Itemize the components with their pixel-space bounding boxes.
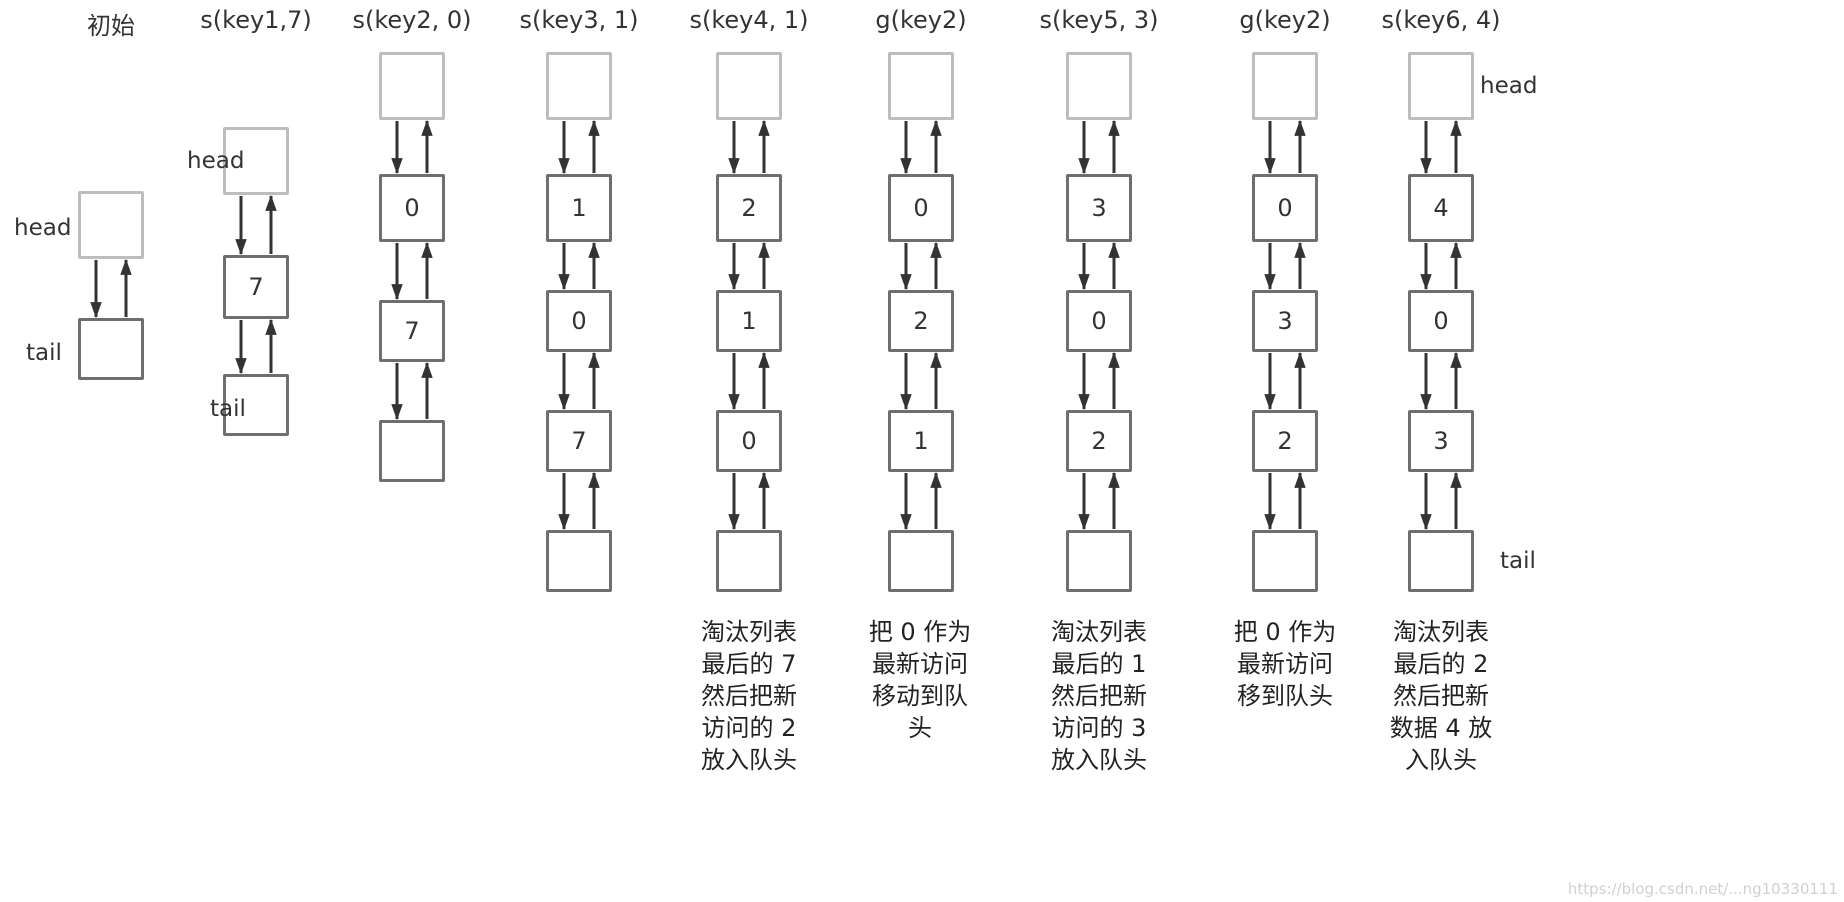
step-note-line: 入队头 <box>1405 746 1477 774</box>
tail-sentinel-node <box>1408 530 1474 592</box>
head-sentinel-node <box>546 52 612 120</box>
step-note-line: 数据 4 放 <box>1389 714 1493 742</box>
step-note-line: 淘汰列表 <box>701 618 797 646</box>
step-note-line: 移到队头 <box>1237 682 1333 710</box>
step-note-line: 访问的 2 <box>701 714 797 742</box>
list-node: 1 <box>546 174 612 242</box>
head-sentinel-node <box>379 52 445 120</box>
step-note: 把 0 作为最新访问移动到队头 <box>869 616 972 744</box>
step-note-line: 然后把新 <box>1393 682 1489 710</box>
tail-label: tail <box>1500 548 1536 574</box>
step-note: 淘汰列表最后的 1 然后把新访问的 3 放入队头 <box>1051 616 1147 776</box>
list-node: 1 <box>888 410 954 472</box>
list-node: 3 <box>1252 290 1318 352</box>
step-note-line: 放入队头 <box>701 746 797 774</box>
step-note: 淘汰列表最后的 7 然后把新访问的 2 放入队头 <box>701 616 797 776</box>
list-node: 4 <box>1408 174 1474 242</box>
tail-sentinel-node <box>716 530 782 592</box>
list-node: 3 <box>1408 410 1474 472</box>
list-node: 2 <box>1066 410 1132 472</box>
head-label: head <box>1480 73 1538 99</box>
head-sentinel-node <box>1408 52 1474 120</box>
tail-sentinel-node <box>1252 530 1318 592</box>
step-title: s(key6, 4) <box>1381 6 1501 34</box>
step-note-line: 最后的 1 <box>1051 650 1147 678</box>
step-note-line: 最新访问 <box>1237 650 1333 678</box>
step-title: s(key4, 1) <box>689 6 809 34</box>
watermark: https://blog.csdn.net/...ng10330111 <box>1567 880 1838 898</box>
tail-sentinel-node <box>379 420 445 482</box>
tail-sentinel-node <box>78 318 144 380</box>
tail-label: tail <box>210 396 246 422</box>
list-node: 0 <box>1408 290 1474 352</box>
list-node: 0 <box>546 290 612 352</box>
tail-sentinel-node <box>546 530 612 592</box>
list-node: 7 <box>223 255 289 319</box>
list-node: 2 <box>888 290 954 352</box>
step-title: s(key3, 1) <box>519 6 639 34</box>
list-node: 0 <box>1066 290 1132 352</box>
head-sentinel-node <box>223 127 289 195</box>
step-title: g(key2) <box>1239 6 1331 34</box>
list-node: 2 <box>1252 410 1318 472</box>
tail-sentinel-node <box>888 530 954 592</box>
step-note-line: 移动到队 <box>872 682 968 710</box>
step-note-line: 把 0 作为 <box>1233 618 1337 646</box>
step-title: s(key5, 3) <box>1039 6 1159 34</box>
step-note-line: 最后的 2 <box>1393 650 1489 678</box>
tail-label: tail <box>26 340 62 366</box>
list-node: 0 <box>888 174 954 242</box>
step-title: 初始 <box>87 12 135 40</box>
step-note-line: 然后把新 <box>701 682 797 710</box>
step-note-line: 淘汰列表 <box>1393 618 1489 646</box>
step-note: 淘汰列表最后的 2 然后把新数据 4 放入队头 <box>1390 616 1493 776</box>
step-note-line: 最后的 7 <box>701 650 797 678</box>
head-sentinel-node <box>1066 52 1132 120</box>
tail-sentinel-node <box>1066 530 1132 592</box>
list-node: 7 <box>546 410 612 472</box>
step-title: s(key2, 0) <box>352 6 472 34</box>
step-note-line: 头 <box>908 714 932 742</box>
step-note-line: 最新访问 <box>872 650 968 678</box>
list-node: 0 <box>716 410 782 472</box>
step-note-line: 放入队头 <box>1051 746 1147 774</box>
step-note-line: 把 0 作为 <box>868 618 972 646</box>
tail-sentinel-node <box>223 374 289 436</box>
head-sentinel-node <box>716 52 782 120</box>
head-sentinel-node <box>78 191 144 259</box>
step-note: 把 0 作为最新访问移到队头 <box>1234 616 1337 712</box>
list-node: 2 <box>716 174 782 242</box>
list-node: 3 <box>1066 174 1132 242</box>
head-sentinel-node <box>1252 52 1318 120</box>
step-title: s(key1,7) <box>200 6 312 34</box>
step-note-line: 然后把新 <box>1051 682 1147 710</box>
step-note-line: 访问的 3 <box>1051 714 1147 742</box>
list-node: 0 <box>379 174 445 242</box>
list-node: 0 <box>1252 174 1318 242</box>
list-node: 7 <box>379 300 445 362</box>
step-title: g(key2) <box>875 6 967 34</box>
step-note-line: 淘汰列表 <box>1051 618 1147 646</box>
head-sentinel-node <box>888 52 954 120</box>
head-label: head <box>187 148 245 174</box>
head-label: head <box>14 215 72 241</box>
list-node: 1 <box>716 290 782 352</box>
